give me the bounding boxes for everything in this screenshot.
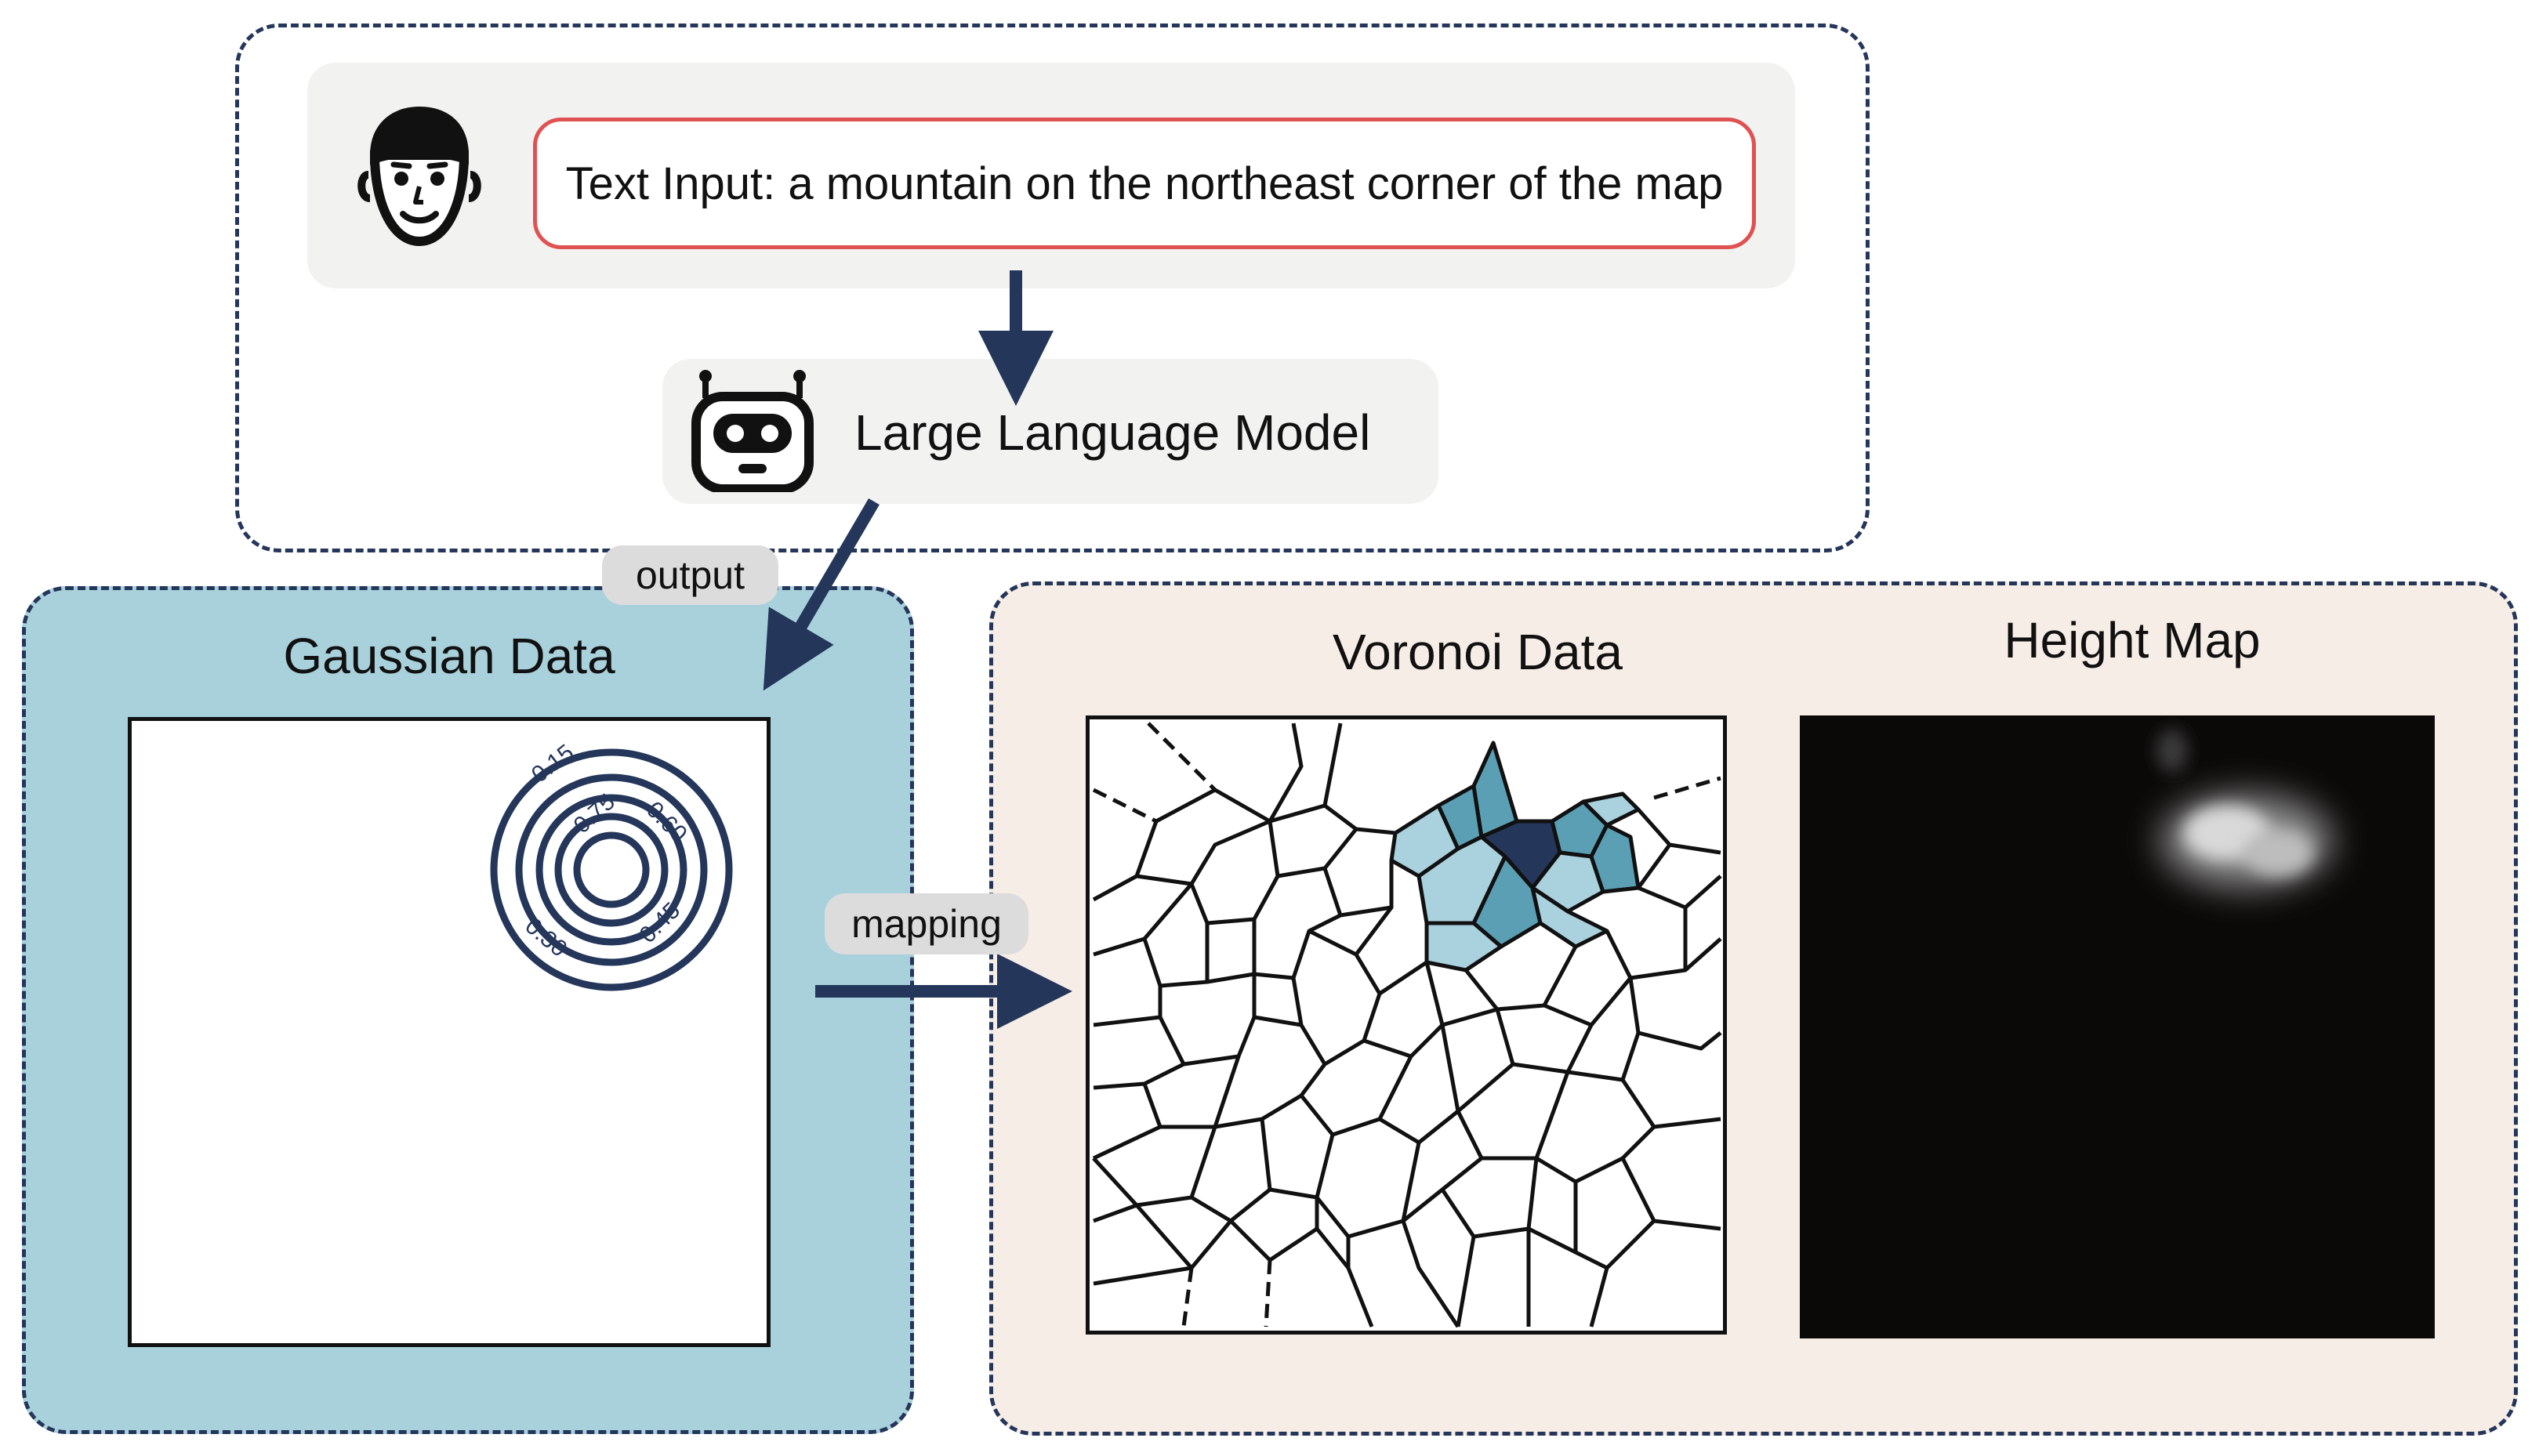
voronoi-title: Voronoi Data	[1332, 624, 1623, 680]
heightmap-speck	[2156, 729, 2188, 773]
contour-ring	[554, 813, 669, 927]
contour-ring	[515, 773, 708, 966]
llm-label: Large Language Model	[854, 404, 1371, 461]
gaussian-plot: 0.15 0.30 0.45 0.60 0.75	[128, 717, 771, 1347]
heightmap-title: Height Map	[2004, 612, 2261, 668]
voronoi-cell-light	[1530, 850, 1605, 914]
text-input-field[interactable]: Text Input: a mountain on the northeast …	[533, 118, 1756, 249]
voronoi-cell-light	[1530, 886, 1609, 949]
user-face-icon	[353, 100, 486, 249]
heightmap-peak	[2243, 829, 2313, 876]
gaussian-title: Gaussian Data	[283, 628, 615, 684]
output-label: output	[602, 545, 778, 605]
voronoi-plot	[1086, 715, 1727, 1335]
input-section	[235, 24, 1870, 552]
robot-icon	[690, 367, 815, 494]
mapping-label: mapping	[825, 893, 1028, 954]
voronoi-cell-light	[1416, 835, 1507, 925]
arrow-llm-to-gaussian	[763, 498, 880, 691]
gaussian-contours: 0.15 0.30 0.45 0.60 0.75	[490, 740, 733, 991]
voronoi-cell-mid	[1589, 823, 1641, 894]
voronoi-diagram	[1092, 722, 1722, 1328]
text-input-value: Text Input: a mountain on the northeast …	[565, 158, 1724, 209]
contour-ring	[535, 794, 687, 946]
contour-ring	[573, 831, 650, 908]
heightmap-image	[1800, 715, 2435, 1338]
contour-ring	[490, 748, 733, 991]
